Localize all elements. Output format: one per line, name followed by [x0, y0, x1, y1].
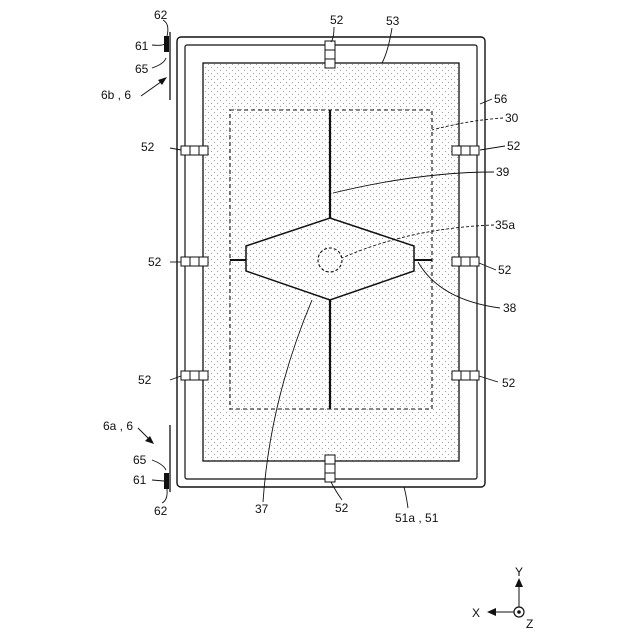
arrow-6b	[141, 77, 167, 96]
label-65-top: 65	[135, 62, 149, 76]
label-56: 56	[494, 92, 508, 106]
label-52-left-1: 52	[141, 140, 155, 154]
axis-y-label: Y	[515, 565, 523, 579]
clip-right-1	[452, 146, 479, 155]
clip-left-3	[181, 371, 208, 380]
clip-left-1	[181, 146, 208, 155]
clip-right-2	[452, 257, 479, 266]
label-52-top: 52	[330, 13, 344, 27]
arrow-6a	[138, 428, 154, 444]
label-35a: 35a	[495, 218, 515, 232]
label-39: 39	[496, 165, 510, 179]
label-52-left-3: 52	[138, 373, 152, 387]
label-53: 53	[386, 14, 400, 28]
clip-bottom	[325, 455, 335, 482]
label-52-right-2: 52	[498, 263, 512, 277]
axis-x-label: X	[472, 606, 480, 620]
clip-left-2	[181, 257, 208, 266]
label-62-bottom: 62	[154, 504, 168, 518]
label-52-right-3: 52	[502, 376, 516, 390]
axis-indicator	[487, 578, 524, 617]
label-62-top: 62	[154, 8, 168, 22]
label-38: 38	[503, 301, 517, 315]
label-61-bottom: 61	[133, 473, 147, 487]
label-30: 30	[505, 111, 519, 125]
clip-top	[325, 41, 335, 68]
label-6a: 6a , 6	[103, 419, 133, 433]
label-61-top: 61	[135, 39, 149, 53]
label-65-bottom: 65	[133, 453, 147, 467]
axis-z-label: Z	[526, 617, 533, 631]
label-6b: 6b , 6	[101, 88, 131, 102]
label-52-bottom: 52	[335, 501, 349, 515]
label-52-right-1: 52	[507, 139, 521, 153]
side-component-top	[164, 32, 170, 100]
label-51: 51a , 51	[395, 511, 439, 525]
clip-right-3	[452, 371, 479, 380]
label-37: 37	[255, 502, 269, 516]
side-component-bottom	[164, 425, 170, 492]
label-52-left-2: 52	[148, 255, 162, 269]
